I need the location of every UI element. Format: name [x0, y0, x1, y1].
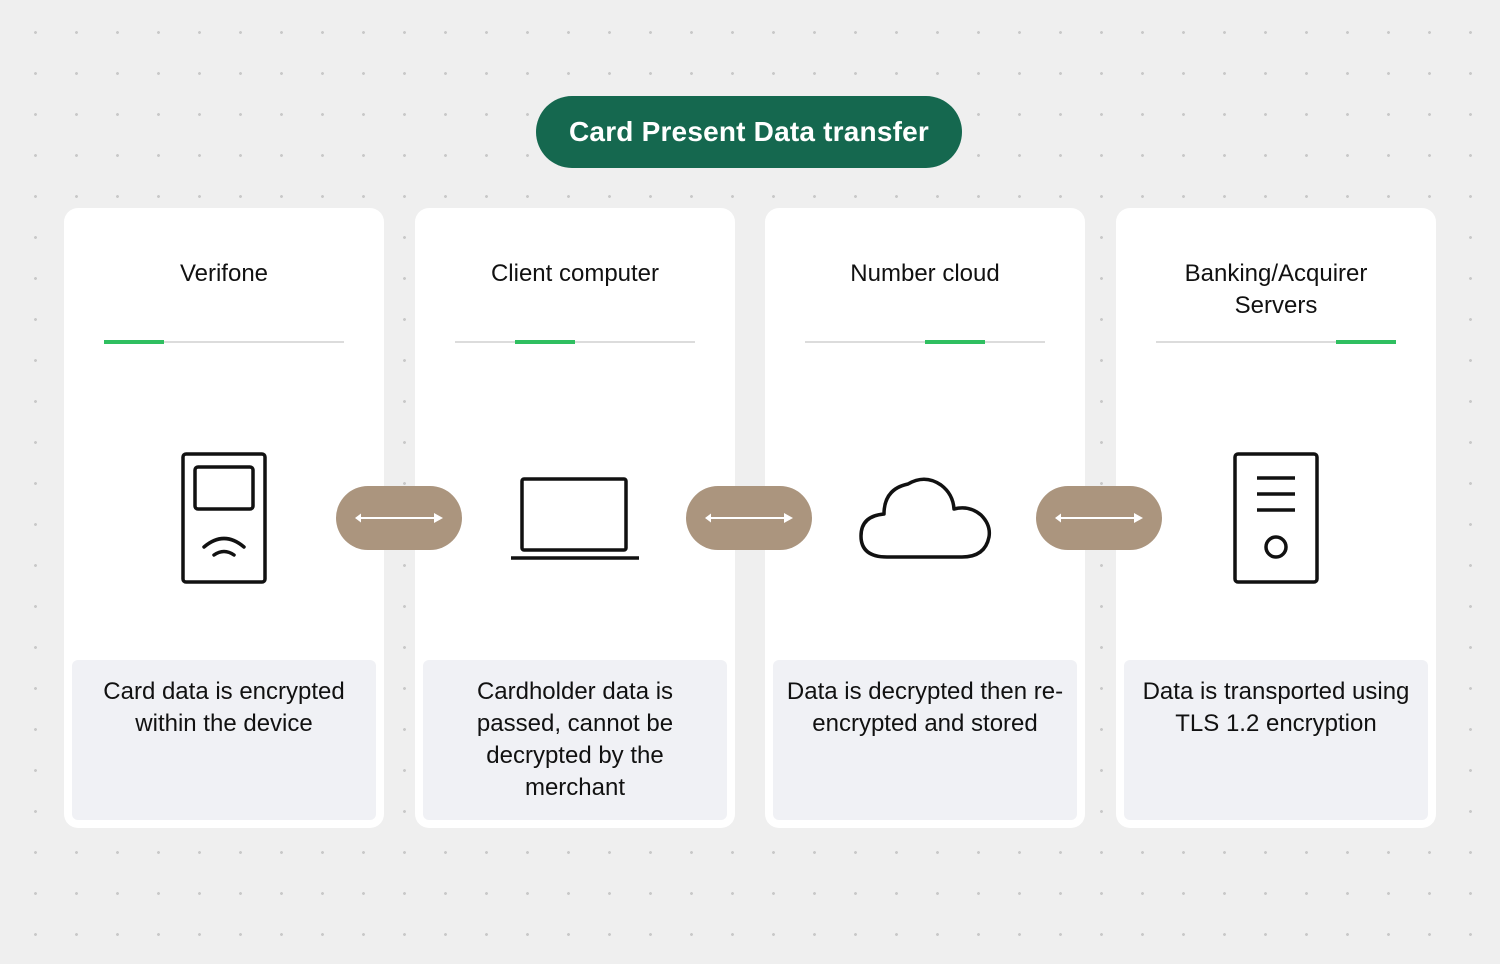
card-description: Card data is encrypted within the device: [72, 660, 376, 820]
card-description: Cardholder data is passed, cannot be dec…: [423, 660, 727, 820]
bidirectional-arrow-icon: [705, 513, 793, 523]
payment-terminal-icon: [181, 452, 267, 584]
step-progress-fill: [1336, 340, 1396, 344]
card-title: Banking/Acquirer Servers: [1184, 260, 1368, 319]
step-progress: [1156, 340, 1396, 344]
connector-client-cloud: [686, 486, 812, 550]
cloud-icon: [859, 477, 992, 559]
diagram-title: Card Present Data transfer: [536, 96, 962, 168]
card-title: Number cloud: [850, 260, 1000, 287]
step-progress-fill: [515, 340, 575, 344]
step-progress: [104, 340, 344, 344]
step-progress-fill: [925, 340, 985, 344]
server-icon: [1233, 452, 1319, 584]
card-verifone: Verifone Card data is encrypted within t…: [64, 208, 384, 828]
step-progress: [455, 340, 695, 344]
card-banking-acquirer-servers: Banking/Acquirer Servers Data is transpo…: [1116, 208, 1436, 828]
card-title: Client computer: [490, 260, 660, 287]
step-progress: [805, 340, 1045, 344]
step-progress-fill: [104, 340, 164, 344]
connector-cloud-banking: [1036, 486, 1162, 550]
card-description: Data is decrypted then re-encrypted and …: [773, 660, 1077, 820]
laptop-icon: [511, 477, 639, 560]
card-title: Verifone: [179, 260, 269, 287]
card-description: Data is transported using TLS 1.2 encryp…: [1124, 660, 1428, 820]
card-number-cloud: Number cloud Data is decrypted then re-e…: [765, 208, 1085, 828]
bidirectional-arrow-icon: [1055, 513, 1143, 523]
connector-verifone-client: [336, 486, 462, 550]
bidirectional-arrow-icon: [355, 513, 443, 523]
card-client-computer: Client computer Cardholder data is passe…: [415, 208, 735, 828]
